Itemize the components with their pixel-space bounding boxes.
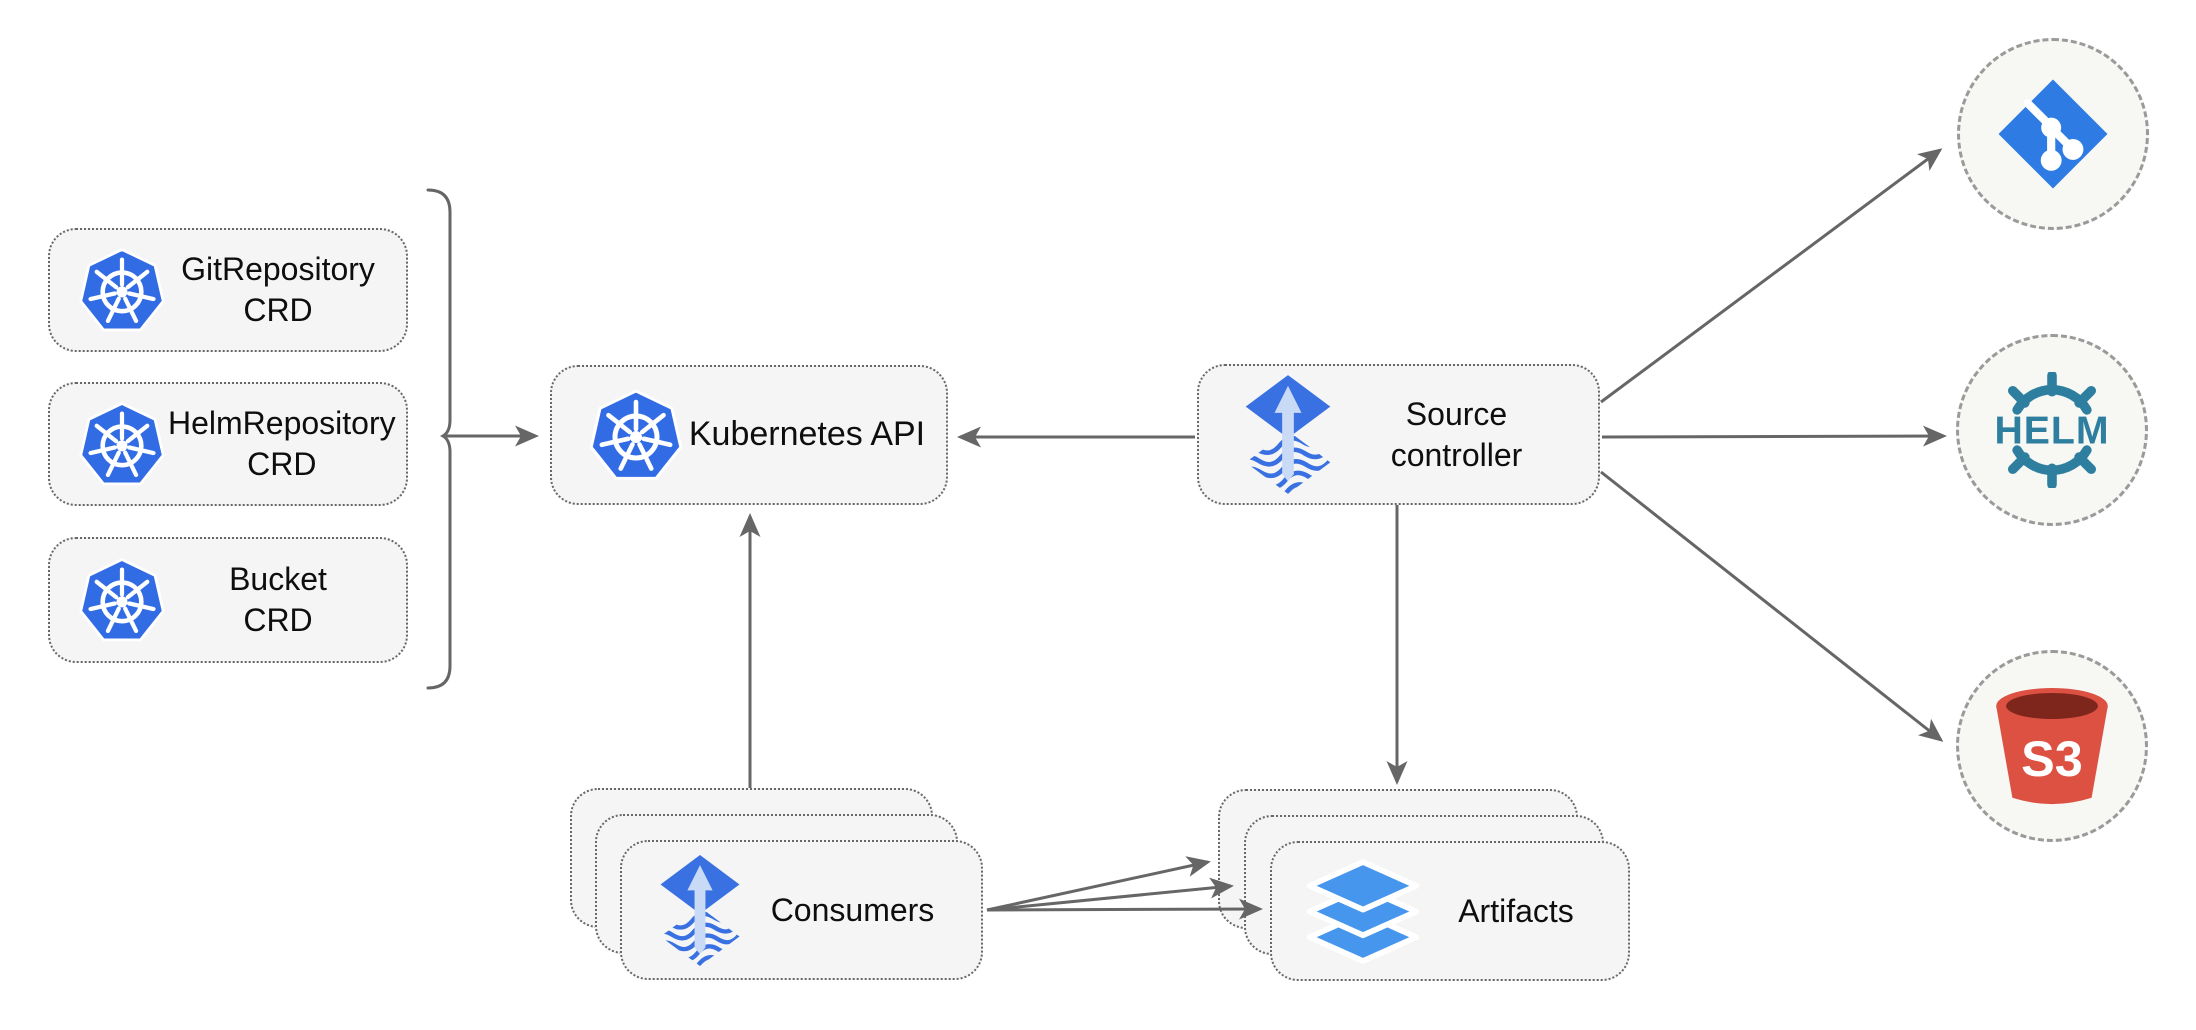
node-label: Kubernetes API: [688, 415, 926, 454]
flux-icon: [1243, 375, 1333, 494]
edge-consumers-to-artifacts-2: [986, 877, 1234, 912]
kubernetes-icon: [76, 244, 168, 336]
node-label: Consumers: [770, 891, 935, 928]
kubernetes-icon: [586, 385, 686, 485]
layers-icon: [1304, 858, 1422, 965]
s3-bucket-icon: S3: [1996, 687, 2108, 804]
circle-s3-source: S3: [1956, 650, 2148, 842]
node-source-controller: Source controller: [1197, 364, 1600, 505]
edge-source-controller-to-helm: [1601, 425, 1947, 447]
node-label: HelmRepository CRD: [168, 405, 396, 482]
s3-label: S3: [2021, 730, 2083, 787]
flux-icon: [658, 855, 742, 966]
circle-git-source: [1957, 38, 2149, 230]
node-kubernetes-api: Kubernetes API: [550, 365, 948, 505]
node-bucket-crd: Bucket CRD: [48, 537, 408, 663]
edge-source-controller-to-s3: [1600, 470, 1944, 742]
kubernetes-icon: [76, 398, 168, 490]
node-artifacts: Artifacts: [1270, 841, 1630, 981]
circle-helm-source: HELM: [1956, 334, 2148, 526]
git-icon: [1998, 79, 2108, 189]
crd-group-bracket: [426, 188, 452, 690]
node-label: Artifacts: [1458, 892, 1574, 929]
helm-icon: HELM: [1995, 372, 2110, 488]
edge-consumers-to-artifacts-1: [986, 856, 1211, 912]
node-label: GitRepository CRD: [181, 251, 375, 328]
kubernetes-icon: [76, 554, 168, 646]
node-consumers: Consumers: [620, 840, 983, 980]
helm-label: HELM: [1995, 408, 2110, 452]
node-helmrepository-crd: HelmRepository CRD: [48, 382, 408, 506]
node-label: Bucket CRD: [229, 561, 327, 638]
node-gitrepository-crd: GitRepository CRD: [48, 228, 408, 352]
edge-source-controller-to-git: [1600, 148, 1943, 404]
node-label: Source controller: [1390, 395, 1523, 473]
